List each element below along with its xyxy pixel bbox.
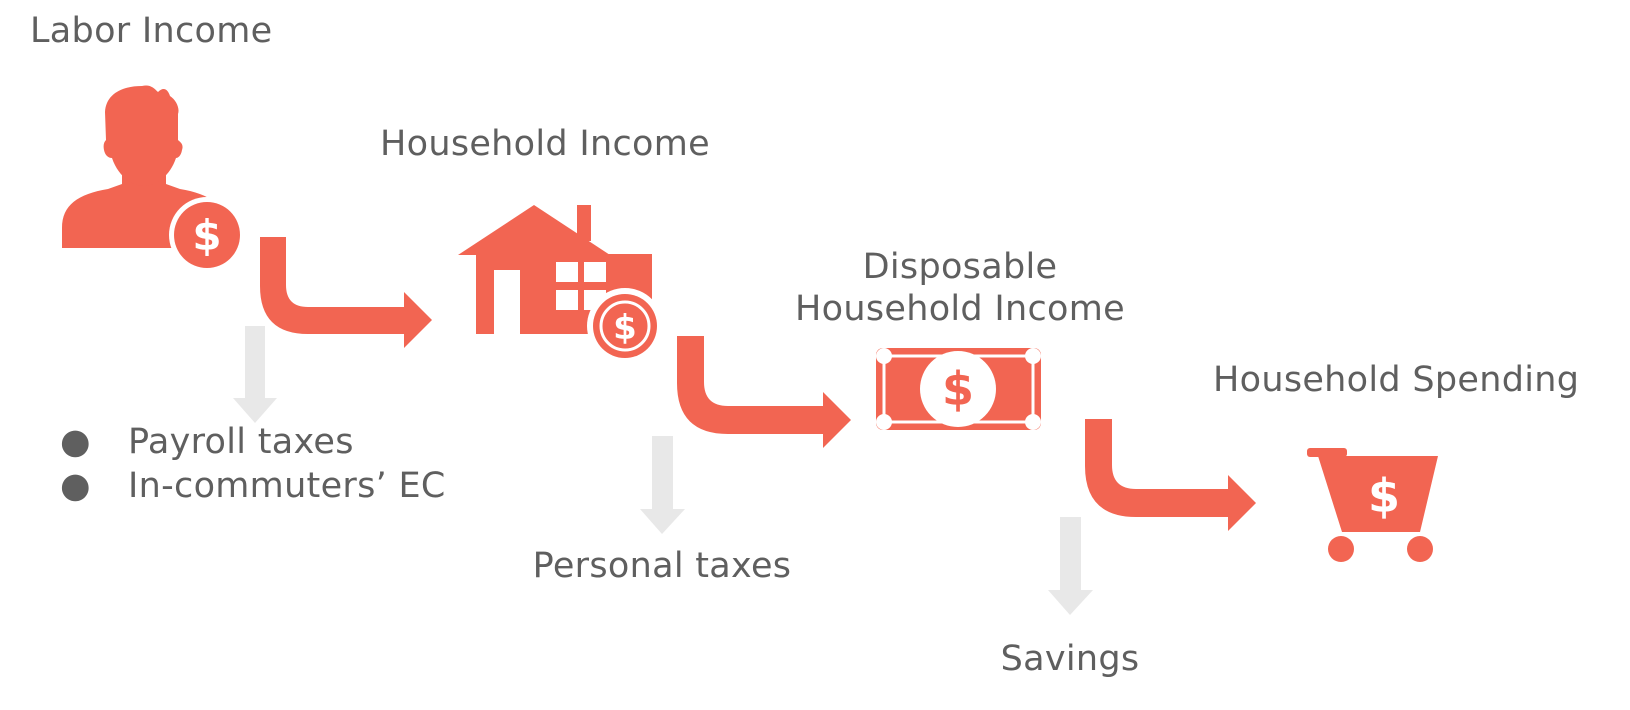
savings-label: Savings: [1000, 639, 1140, 679]
dollar-sign: $: [1368, 469, 1400, 523]
bullet-icon: ●: [60, 422, 91, 462]
dollar-sign: $: [192, 211, 221, 260]
disposable-income-label-line1: Disposable: [862, 247, 1058, 287]
deduction-arrow-household: [640, 436, 685, 534]
disposable-income-label: Disposable Household Income: [770, 246, 1150, 330]
list-item: ● Payroll taxes: [58, 420, 446, 464]
flow-arrow-disposable-to-spending: [1085, 419, 1256, 531]
household-income-label: Household Income: [380, 124, 710, 164]
person-dollar-icon: $: [62, 85, 240, 268]
flow-arrow-household-to-disposable: [677, 336, 851, 448]
list-item-text: Payroll taxes: [128, 422, 354, 462]
dollar-sign: $: [613, 308, 637, 348]
house-dollar-icon: $: [458, 205, 657, 358]
dollar-sign: $: [942, 362, 974, 416]
deduction-arrow-labor: [233, 326, 277, 423]
flow-arrow-labor-to-household: [260, 237, 432, 348]
labor-income-label: Labor Income: [30, 11, 273, 51]
labor-deductions-list: ● Payroll taxes ● In-commuters’ EC: [58, 420, 446, 508]
deduction-arrow-disposable: [1048, 517, 1093, 615]
list-item: ● In-commuters’ EC: [58, 464, 446, 508]
shopping-cart-dollar-icon: $: [1307, 448, 1438, 562]
list-item-text: In-commuters’ EC: [128, 466, 446, 506]
personal-taxes-label: Personal taxes: [532, 546, 792, 586]
banknote-icon: $: [876, 348, 1041, 430]
household-spending-label: Household Spending: [1213, 360, 1580, 400]
disposable-income-label-line2: Household Income: [795, 289, 1125, 329]
bullet-icon: ●: [60, 466, 91, 506]
